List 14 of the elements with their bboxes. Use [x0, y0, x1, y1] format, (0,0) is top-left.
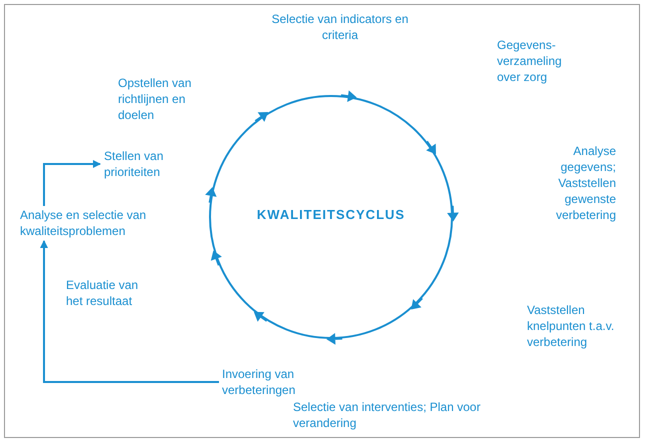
step-text: Invoering van verbeteringen	[222, 366, 342, 398]
step-text: Analyse gegevens; Vaststellen gewenste verbetering	[554, 143, 616, 223]
step-text: Gegevens-verzameling over zorg	[497, 37, 563, 85]
arrow	[43, 160, 101, 206]
step-text: Stellen van prioriteiten	[104, 148, 204, 180]
step-text: Opstellen van richtlijnen en doelen	[118, 75, 192, 123]
step-text: Vaststellen knelpunten t.a.v. verbetering	[527, 302, 616, 350]
cycle-circle	[209, 95, 453, 339]
cycle-title: KWALITEITSCYCLUS	[256, 207, 406, 222]
step-text: Selectie van indicators en criteria	[270, 11, 410, 43]
step-text: Selectie van interventies; Plan voor verandering	[293, 399, 482, 431]
arrow	[40, 240, 219, 383]
step-text: Evaluatie van het resultaat	[66, 277, 140, 309]
step-text: Analyse en selectie van kwaliteitsproblemen	[20, 207, 210, 239]
